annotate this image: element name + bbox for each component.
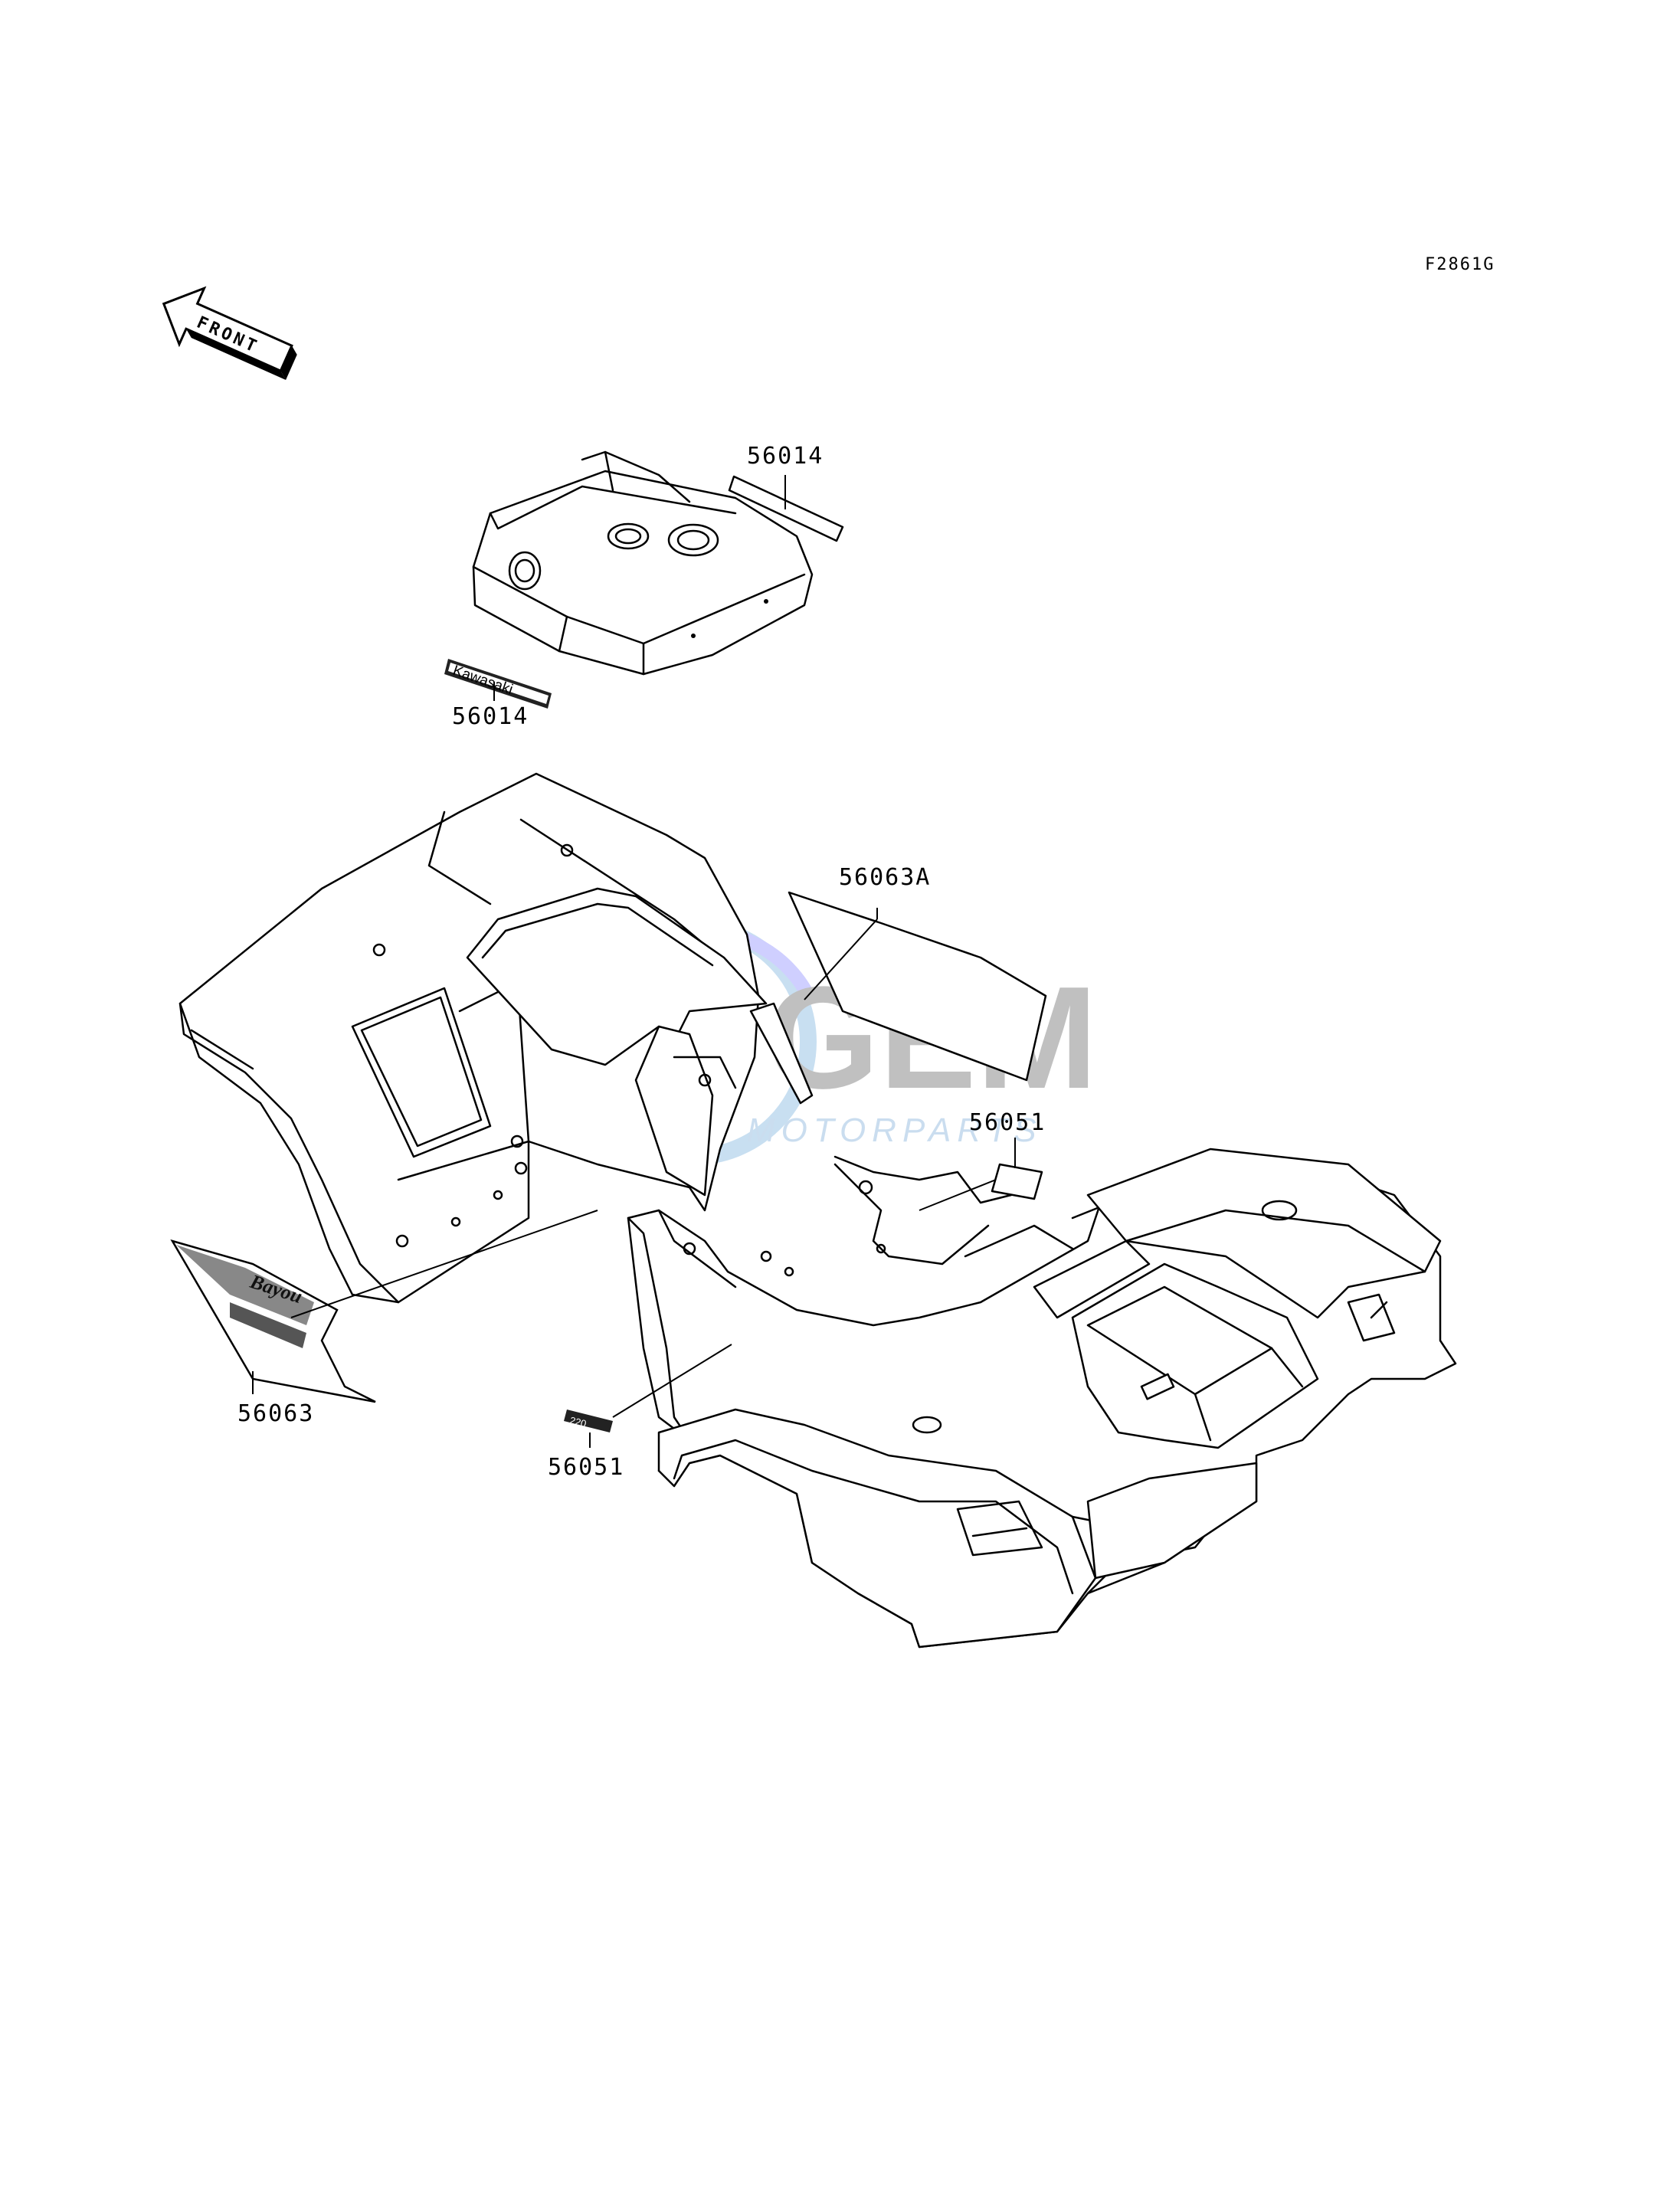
front-fender (178, 772, 814, 1304)
front-arrow-icon: FRONT (162, 286, 297, 380)
watermark-subbrand: MOTORPARTS (747, 1112, 1043, 1149)
part-label-56063A: 56063A (839, 864, 931, 891)
part-label-56051-bottom: 56051 (548, 1454, 624, 1481)
figure-code: F2861G (1425, 255, 1495, 274)
meter-cover (472, 450, 814, 676)
decal-220: 220 (564, 1410, 613, 1432)
part-label-56051-right: 56051 (969, 1109, 1046, 1136)
rear-fender (627, 1148, 1457, 1649)
part-label-56014-top: 56014 (747, 443, 824, 470)
decal-kawasaki: Kawasaki (444, 659, 552, 709)
decal-56063A (788, 891, 1047, 1082)
part-label-56063: 56063 (237, 1400, 314, 1427)
svg-text:220: 220 (568, 1414, 588, 1429)
part-label-56014-kawasaki: 56014 (452, 703, 529, 730)
svg-text:Kawasaki: Kawasaki (450, 663, 515, 698)
decal-56051-right (991, 1163, 1043, 1200)
decal-bayou: Bayou (170, 1239, 376, 1403)
